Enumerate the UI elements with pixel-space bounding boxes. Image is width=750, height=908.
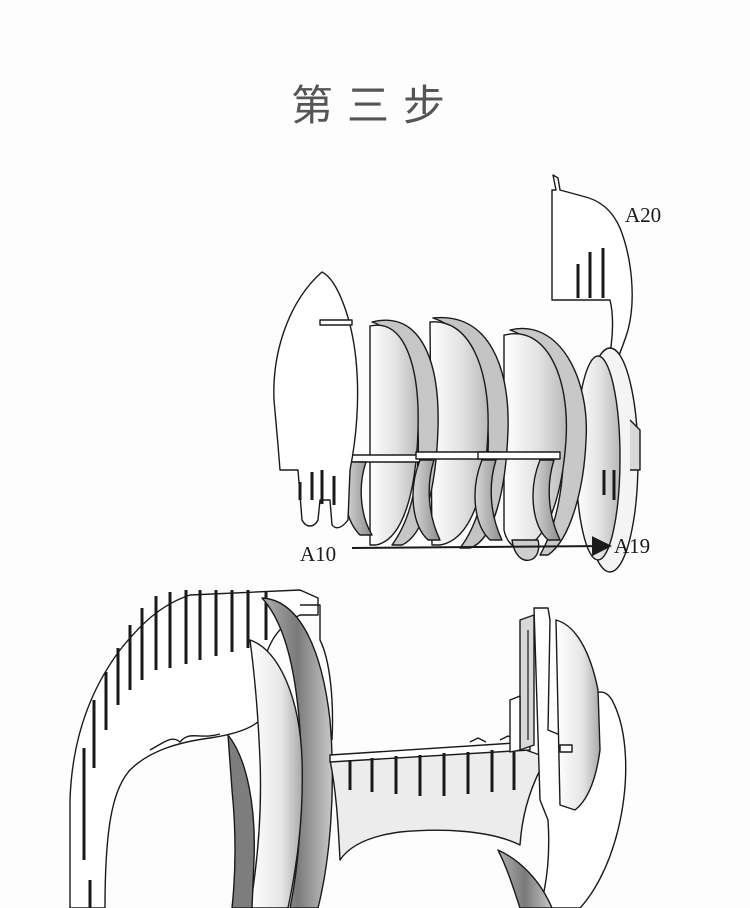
label-a19: A19 — [614, 534, 650, 558]
keel-strip — [329, 735, 541, 861]
part-a20 — [551, 174, 633, 373]
part-a10-nose — [273, 271, 359, 529]
label-a20: A20 — [625, 203, 661, 227]
back-discs — [575, 347, 641, 573]
direction-arrow — [351, 536, 612, 557]
rear-frame — [497, 607, 627, 908]
label-a10: A10 — [300, 542, 336, 566]
upper-assembly — [273, 174, 641, 573]
lower-assembly — [69, 589, 627, 908]
step-title: 第三步 — [290, 81, 459, 130]
body-discs — [227, 597, 334, 908]
